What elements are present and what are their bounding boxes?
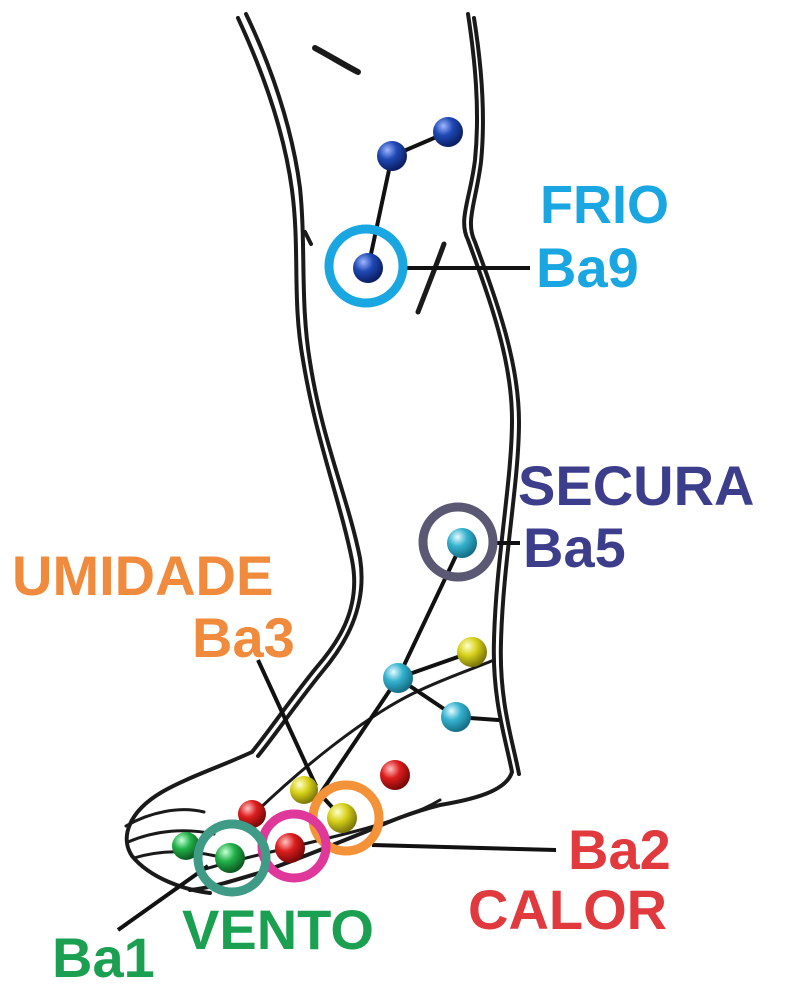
point-yellow-ba3 bbox=[327, 803, 357, 833]
point-blue-ba9 bbox=[353, 253, 383, 283]
label-calor: CALOR bbox=[468, 882, 667, 938]
label-umidade: UMIDADE bbox=[12, 548, 273, 604]
point-blue-2 bbox=[377, 141, 407, 171]
label-ba1: Ba1 bbox=[52, 930, 155, 986]
label-ba5: Ba5 bbox=[523, 520, 626, 576]
label-ba9: Ba9 bbox=[536, 240, 639, 296]
label-vento: VENTO bbox=[182, 902, 374, 958]
label-secura: SECURA bbox=[518, 458, 754, 514]
leader-ba2 bbox=[372, 845, 556, 850]
point-blue-1 bbox=[433, 117, 463, 147]
point-cyan-3 bbox=[441, 702, 471, 732]
label-ba3: Ba3 bbox=[192, 610, 295, 666]
label-frio: FRIO bbox=[540, 178, 669, 232]
point-yellow-1 bbox=[457, 637, 487, 667]
point-cyan-ba5 bbox=[447, 528, 477, 558]
point-red-1 bbox=[380, 760, 410, 790]
point-red-ba2 bbox=[275, 833, 305, 863]
leg-outline bbox=[126, 14, 519, 893]
shin-mark bbox=[418, 244, 444, 312]
point-green-ba1 bbox=[215, 843, 245, 873]
acupoints bbox=[172, 117, 487, 873]
calf-tick bbox=[305, 232, 311, 244]
leg-back-contour bbox=[127, 18, 354, 893]
knee-crease bbox=[315, 48, 358, 72]
label-ba2: Ba2 bbox=[568, 822, 671, 878]
point-cyan-2 bbox=[383, 663, 413, 693]
